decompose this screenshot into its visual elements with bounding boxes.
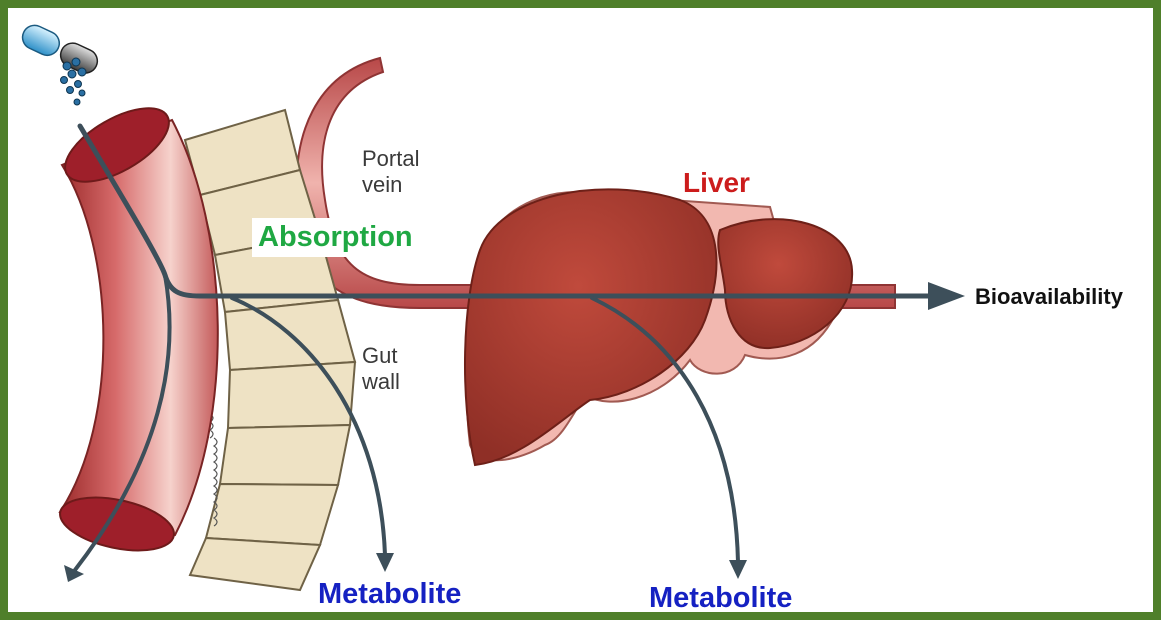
excretion-arrowhead (64, 565, 84, 582)
bioavailability-label: Bioavailability (975, 284, 1123, 310)
bioavailability-arrowhead (928, 282, 965, 310)
gut-wall-label: Gut wall (362, 343, 400, 395)
portal-vein-label-line1: Portal (362, 146, 419, 172)
portal-vein-label-line2: vein (362, 172, 419, 198)
metabolite-liver-arrowhead (729, 560, 747, 579)
liver-label: Liver (683, 167, 750, 199)
gut-wall-label-line1: Gut (362, 343, 400, 369)
portal-vein-label: Portal vein (362, 146, 419, 198)
metabolite-liver-label: Metabolite (649, 582, 792, 615)
liver (465, 189, 852, 465)
metabolite-gut-label: Metabolite (318, 578, 461, 611)
gut-wall-label-line2: wall (362, 369, 400, 395)
capsule-icon (19, 21, 102, 77)
metabolite-gut-arrowhead (376, 553, 394, 572)
absorption-label: Absorption (252, 218, 419, 257)
